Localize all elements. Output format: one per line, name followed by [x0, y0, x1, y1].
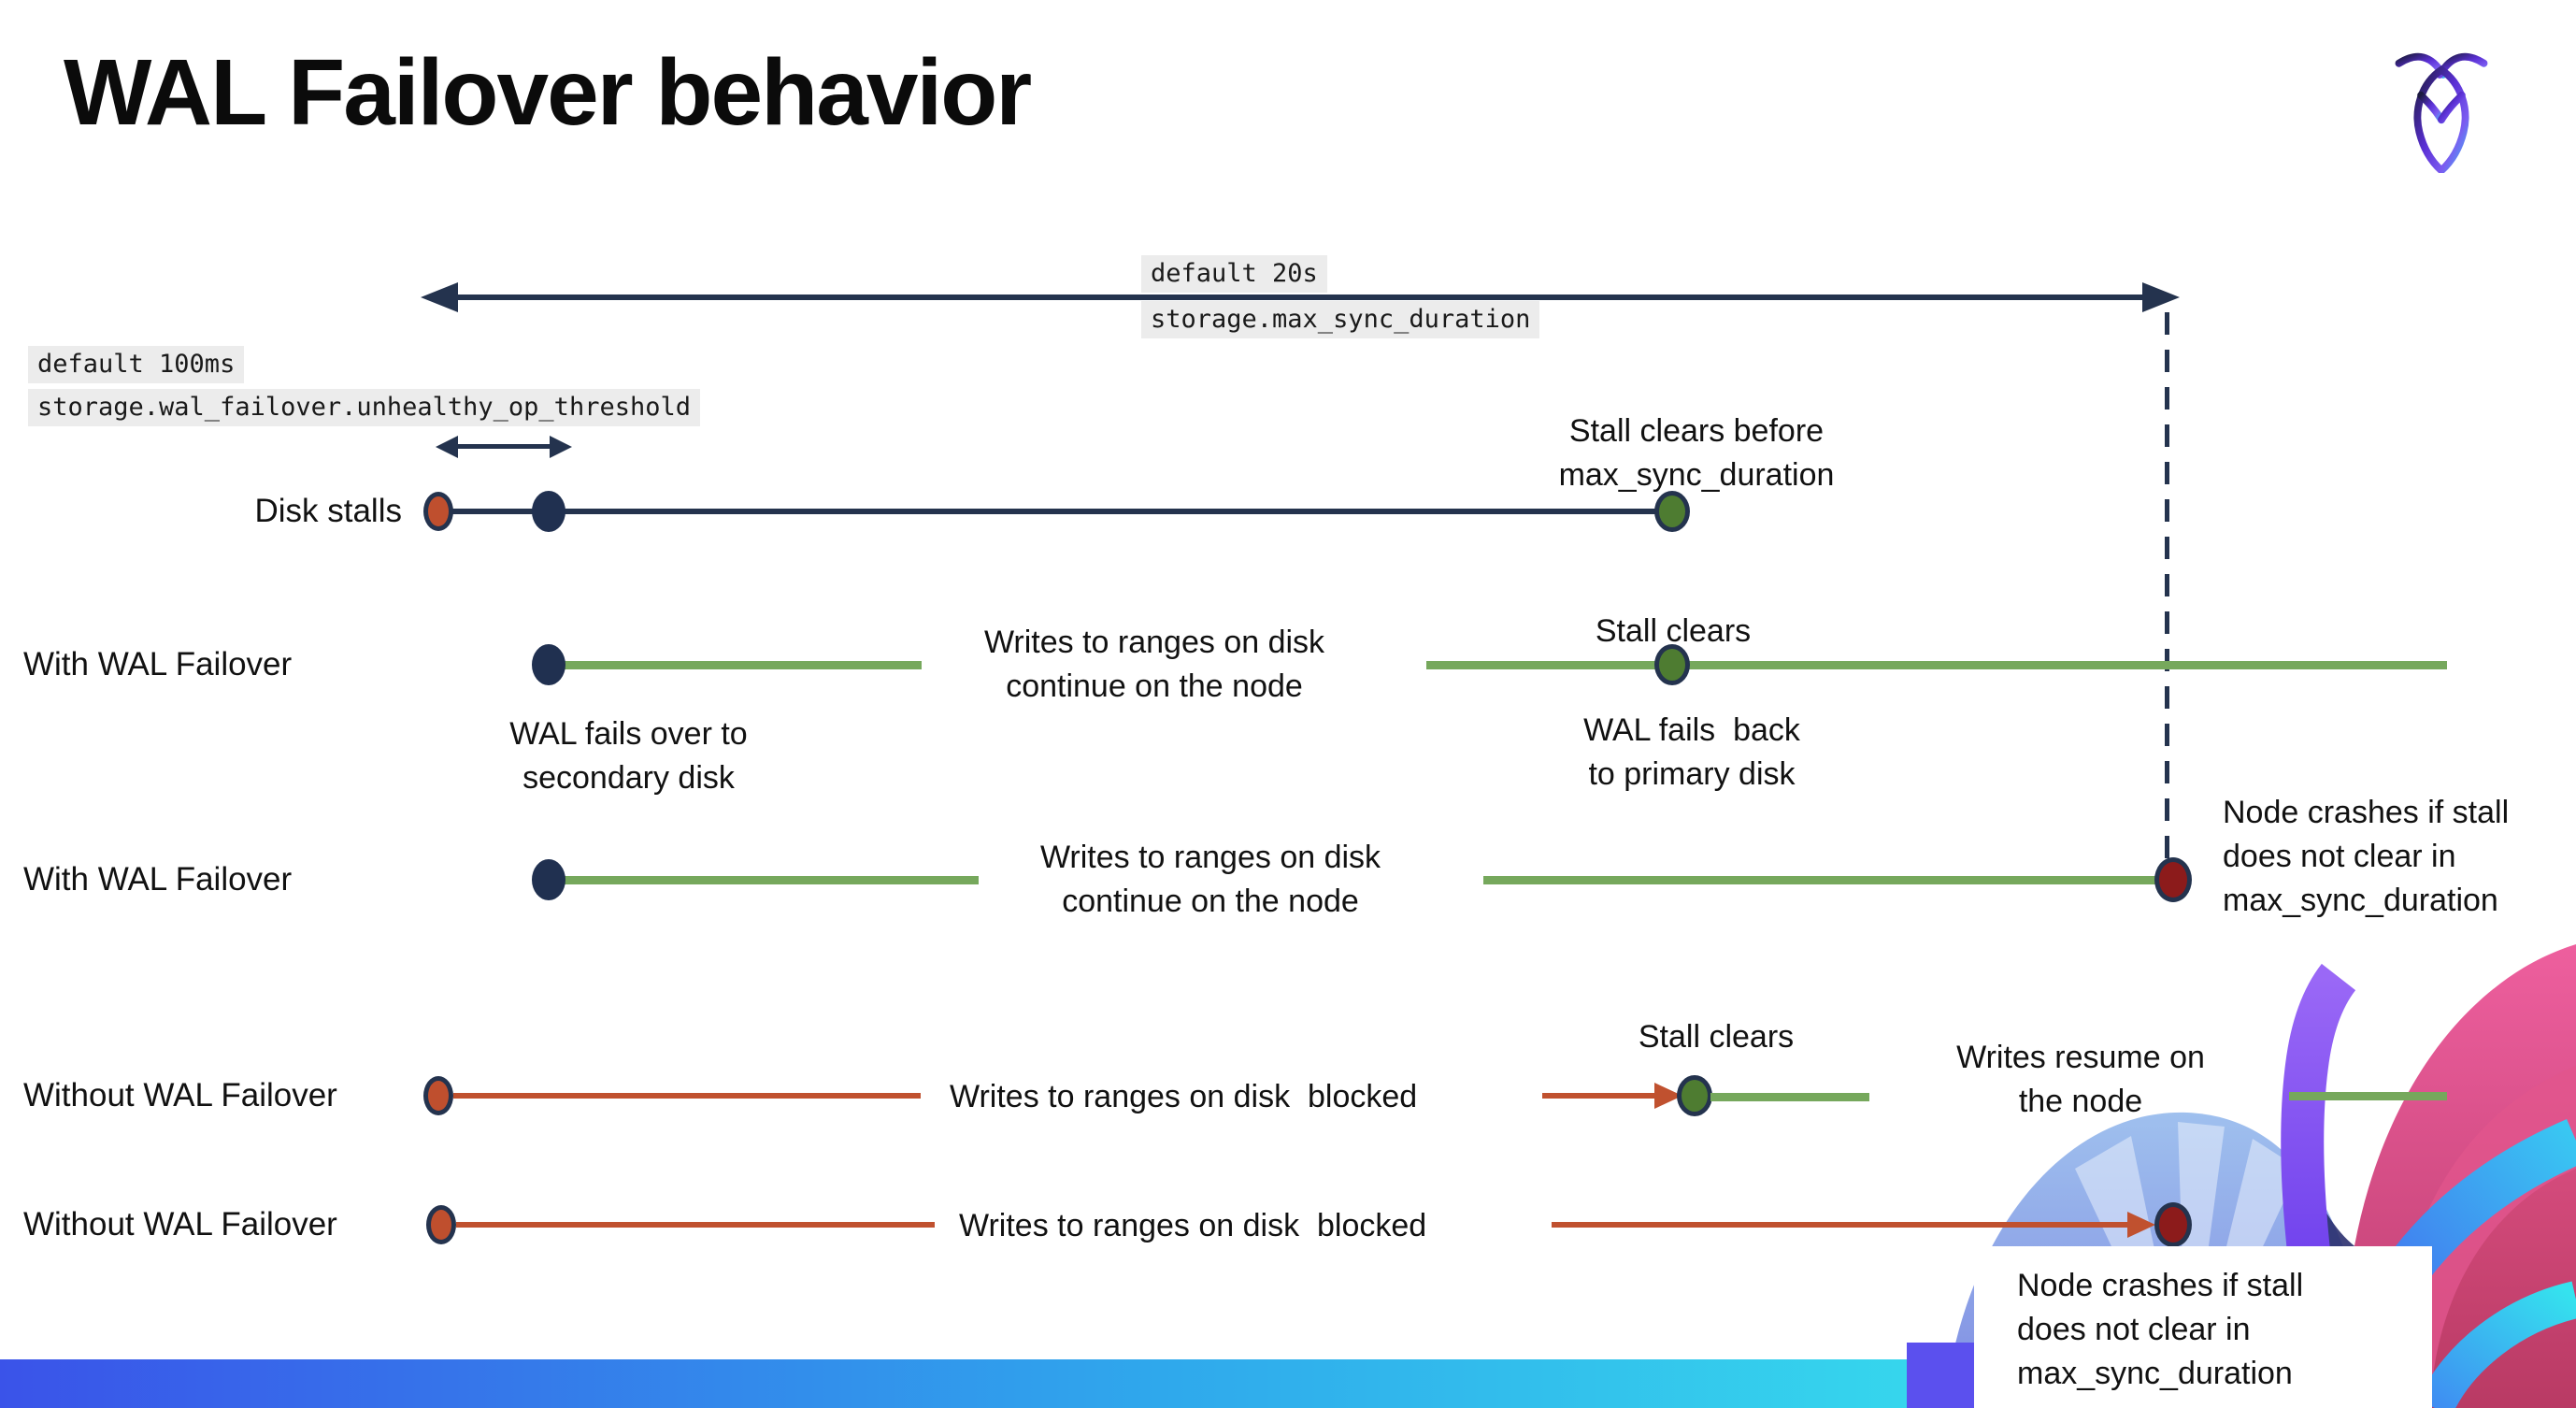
writes-resume-note: Writes resume on the node	[1956, 1040, 2205, 1119]
arrowhead-right-icon	[2142, 282, 2180, 312]
row-label-without-wal-failover: Without WAL Failover	[23, 1077, 337, 1113]
stall-start-dot	[423, 492, 453, 531]
node-crash-dot	[2154, 1202, 2192, 1247]
writes-blocked-line	[1552, 1222, 2140, 1228]
callout-max-sync-setting: storage.max_sync_duration	[1141, 301, 1540, 338]
threshold-span-line	[452, 444, 550, 449]
cockroachdb-logo-icon	[2395, 52, 2488, 173]
stall-clears-dot	[1677, 1075, 1712, 1116]
writes-blocked-line	[453, 1093, 921, 1099]
max-sync-deadline-dashed-line	[2165, 312, 2169, 858]
node-crash-dot	[2154, 857, 2192, 902]
callout-threshold-default: default 100ms	[28, 346, 245, 383]
writes-resume-line	[2289, 1092, 2447, 1100]
row-label-with-wal-failover: With WAL Failover	[23, 646, 293, 682]
small-arrowhead-right-icon	[550, 436, 572, 458]
callout-max-sync-default: default 20s	[1141, 255, 1327, 293]
red-arrowhead-icon	[2127, 1212, 2155, 1238]
writes-blocked-note: Writes to ranges on disk blocked	[950, 1079, 1418, 1114]
writes-blocked-line	[456, 1222, 935, 1228]
stall-clears-before-note: Stall clears before max_sync_duration	[1558, 413, 1835, 493]
stall-clears-note: Stall clears	[1595, 613, 1752, 649]
row-label-with-wal-failover: With WAL Failover	[23, 861, 293, 898]
failback-note: WAL fails back to primary disk	[1583, 712, 1800, 792]
writes-blocked-note: Writes to ranges on disk blocked	[959, 1208, 1427, 1243]
small-arrowhead-left-icon	[436, 436, 458, 458]
writes-continue-line	[561, 661, 922, 669]
stall-clears-dot	[1654, 491, 1690, 532]
failover-dot	[532, 644, 565, 685]
max-sync-duration-span-line	[432, 295, 2161, 300]
threshold-dot	[532, 491, 565, 532]
callout-threshold-setting: storage.wal_failover.unhealthy_op_thresh…	[28, 389, 700, 426]
arrowhead-left-icon	[421, 282, 458, 312]
node-crash-note: Node crashes if stall does not clear in …	[2223, 795, 2510, 918]
writes-continue-line	[1483, 876, 2161, 884]
stall-clears-dot	[1654, 644, 1690, 685]
writes-continue-line	[561, 876, 979, 884]
stall-start-dot	[426, 1205, 456, 1244]
stall-start-dot	[423, 1076, 453, 1115]
writes-resume-line	[1710, 1093, 1869, 1101]
writes-blocked-line	[1542, 1093, 1666, 1099]
row-label-without-wal-failover: Without WAL Failover	[23, 1206, 337, 1243]
writes-continue-line	[1426, 661, 2447, 669]
disk-stall-timeline	[438, 509, 1672, 514]
failover-note: WAL fails over to secondary disk	[509, 716, 748, 796]
stall-clears-note: Stall clears	[1638, 1019, 1795, 1055]
row-label-disk-stalls: Disk stalls	[254, 493, 402, 529]
writes-continue-note: Writes to ranges on disk continue on the…	[1039, 840, 1381, 919]
page-title: WAL Failover behavior	[64, 40, 1032, 145]
node-crash-callout-box: Node crashes if stall does not clear in …	[1974, 1246, 2432, 1408]
node-crash-note: Node crashes if stall does not clear in …	[2017, 1268, 2304, 1391]
writes-continue-note: Writes to ranges on disk continue on the…	[983, 625, 1325, 704]
failover-dot	[532, 859, 565, 900]
